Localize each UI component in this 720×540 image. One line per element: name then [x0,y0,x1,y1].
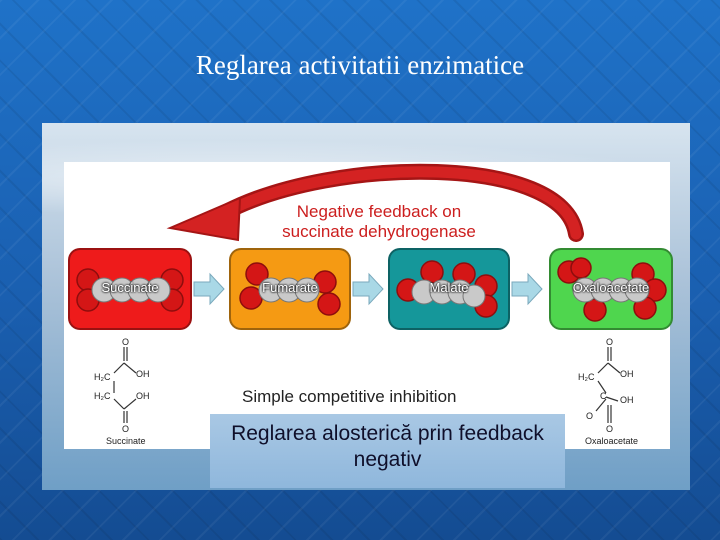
step-arrow-icon [511,272,543,306]
svg-text:C: C [600,391,607,401]
molecule-label-succinate: Succinate [101,280,159,295]
diagram-picture: Negative feedback on succinate dehydroge… [42,123,690,490]
oxaloacetate-structure-name: Oxaloacetate [585,436,639,446]
enzyme-box-malate: Malate [388,248,510,330]
succinate-structure-name: Succinate [106,436,146,446]
fumarate-molecule-icon [239,262,341,316]
succinate-structure-icon: O H₂C OH H₂C OH O [94,337,150,433]
step-arrow-icon [193,272,225,306]
svg-text:O: O [122,424,129,433]
svg-text:OH: OH [620,369,634,379]
molecule-label-malate: Malate [429,280,469,295]
diagram-panel: Negative feedback on succinate dehydroge… [64,162,673,449]
svg-text:O: O [606,424,613,433]
feedback-label: Negative feedback on succinate dehydroge… [264,202,494,242]
inhibition-text: Simple competitive inhibition [242,387,457,406]
caption-line2: negativ [353,448,422,471]
slide-title: Reglarea activitatii enzimatice [195,50,525,80]
caption-line1: Reglarea alosterică prin feedback [231,422,544,445]
svg-text:H₂C: H₂C [578,372,595,382]
feedback-arrow-icon [166,163,584,242]
malate-molecule-icon [396,260,498,318]
svg-text:H₂C: H₂C [94,372,111,382]
enzyme-box-oxaloacetate: Oxaloacetate [549,248,673,330]
caption-box: Reglarea alosterică prin feedback negati… [210,414,565,488]
svg-text:OH: OH [136,369,150,379]
svg-text:O: O [586,411,593,421]
svg-text:H₂C: H₂C [94,391,111,401]
oxaloacetate-structure-icon: O H₂C OH C OH O O [578,337,634,433]
step-arrow-icon [352,272,384,306]
succinate-molecule-icon [76,268,184,312]
enzyme-box-fumarate: Fumarate [229,248,351,330]
molecule-label-oxaloacetate: Oxaloacetate [572,280,650,295]
svg-text:O: O [122,337,129,347]
svg-text:O: O [606,337,613,347]
molecule-label-fumarate: Fumarate [262,280,318,295]
feedback-label-line2: succinate dehydrogenase [282,222,476,241]
svg-text:OH: OH [136,391,150,401]
oxaloacetate-molecule-icon [557,257,667,322]
feedback-label-line1: Negative feedback on [296,202,462,221]
enzyme-box-succinate: Succinate [68,248,192,330]
svg-text:OH: OH [620,395,634,405]
